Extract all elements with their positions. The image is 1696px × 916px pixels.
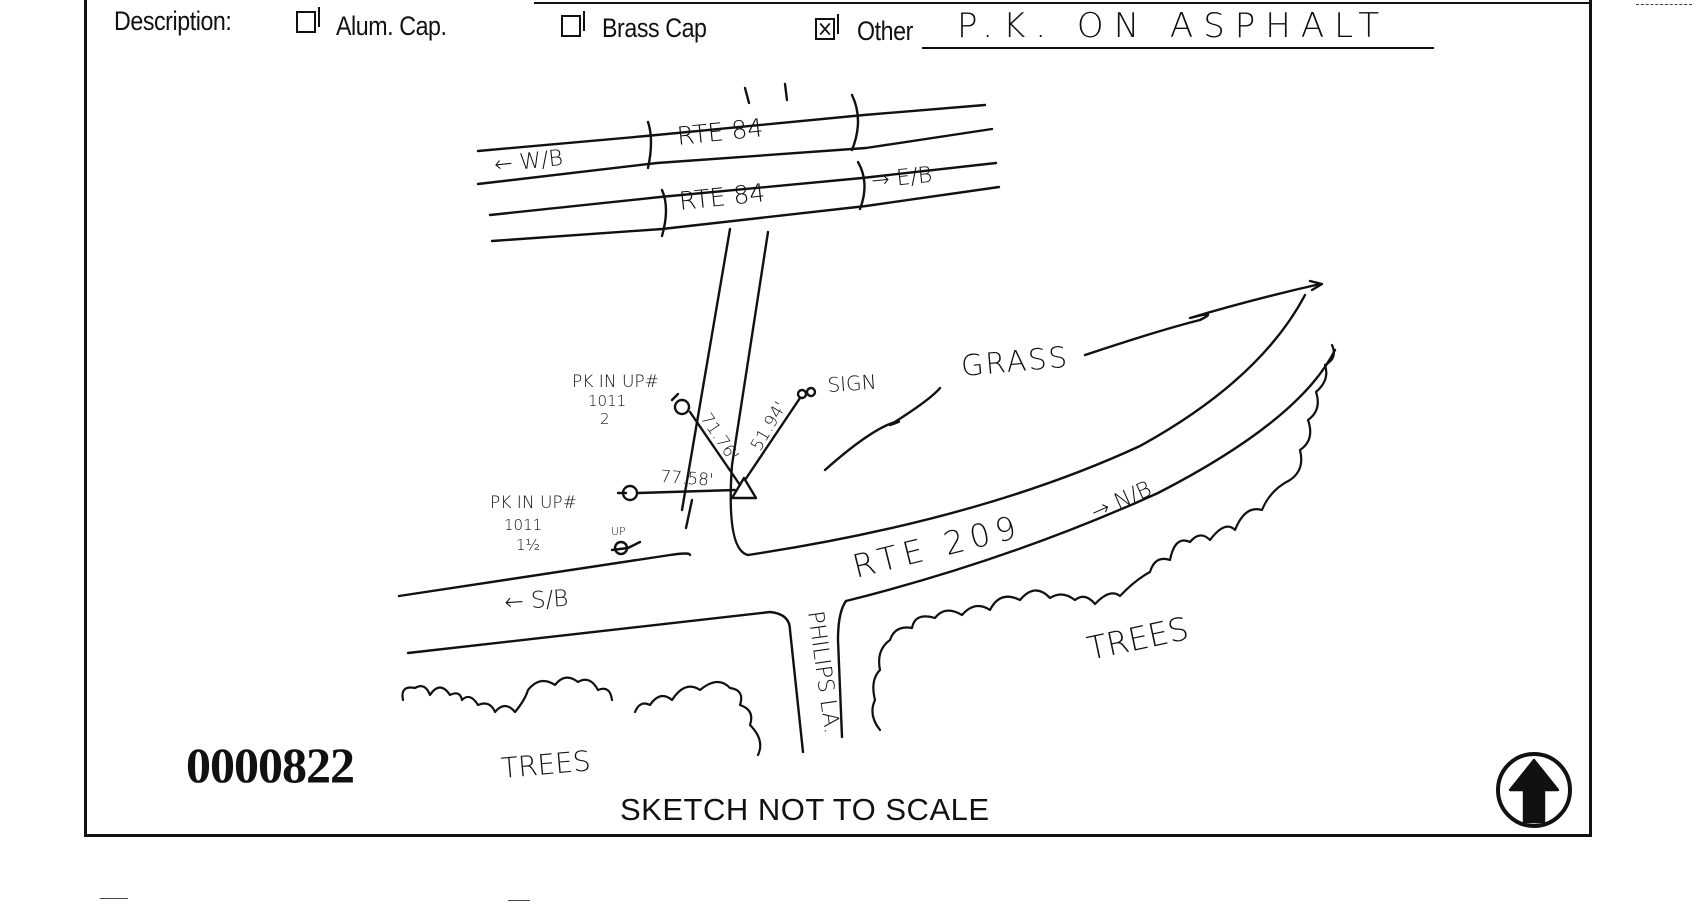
alum-cap-label: Alum. Cap. [336,11,447,41]
form-frame [84,0,1592,837]
grass-pointer [823,386,942,472]
trees-left-canopy [401,676,762,757]
control-point-triangle [730,476,758,500]
other-label: Other [857,16,913,46]
form-top-border [534,2,1592,4]
sign-label: SIGN [827,370,878,397]
eastbound-label: → E/B [870,163,933,194]
pk-1-half-number: 1011 [504,516,542,534]
north-arrow-icon [1496,752,1572,828]
survey-measurements [610,386,817,556]
sketch-not-to-scale-note: SKETCH NOT TO SCALE [620,792,990,827]
ramp [680,227,770,557]
northbound-label: → N/B [1087,477,1155,526]
rte209-label: RTE 209 [849,507,1026,586]
grass-boundary [1083,282,1322,357]
pk-point-2 [673,398,691,416]
pk-2-number: 1011 [588,392,626,410]
other-value-text: P.K. ON ASPHALT [957,6,1390,46]
trees-right-label: TREES [1084,609,1192,667]
distance-77-58: 77.58' [660,467,715,491]
scan-artifact [1636,4,1692,5]
southbound-label: ← S/B [504,586,570,616]
description-label: Description: [114,6,232,36]
other-value-underline [922,47,1434,49]
rte209-roadway [397,293,1337,754]
rte84-roadway [476,82,1001,243]
rte84-bottom-label: RTE 84 [678,178,767,216]
pk-1-half-suffix: 1½ [516,536,540,554]
distance-51-94: 51.94' [747,398,791,454]
rte84-top-label: RTE 84 [676,113,765,151]
pk-2-label: PK IN UP# [572,372,659,392]
westbound-label: ← W/B [493,146,564,178]
pk-2-suffix: 2 [600,410,610,428]
record-number: 0000822 [186,737,355,793]
grass-label: GRASS [960,340,1071,383]
alum-cap-checkbox[interactable] [296,7,320,33]
trees-left-label: TREES [500,744,592,785]
utility-pole-label: UP [611,525,626,538]
trees-right-canopy [871,343,1335,732]
brass-cap-label: Brass Cap [602,13,707,43]
brass-cap-checkbox[interactable] [561,11,585,37]
check-x-icon [819,22,831,36]
pk-1-half-label: PK IN UP# [490,493,577,513]
scan-artifact [508,900,530,901]
other-checkbox[interactable] [815,14,839,40]
scan-artifact [100,898,128,899]
